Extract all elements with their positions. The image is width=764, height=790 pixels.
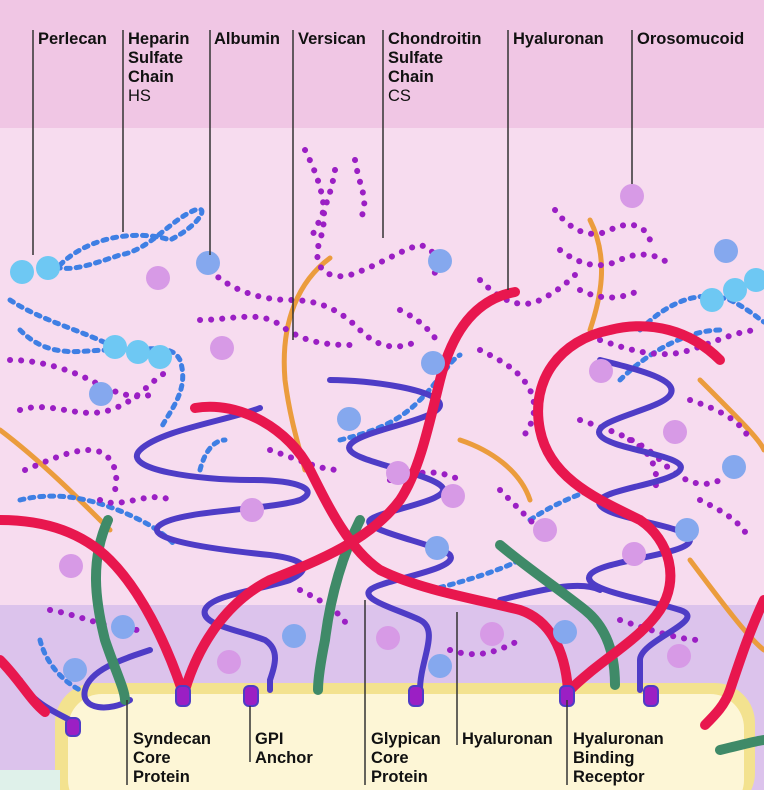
label-syndecan-line-3: Protein [133, 768, 211, 787]
label-gpi-line-2: Anchor [255, 749, 313, 768]
label-glypican-line-3: Protein [371, 768, 441, 787]
top-label-band [0, 0, 764, 128]
label-chondroitin-line-3: Chain [388, 68, 481, 87]
label-versican: Versican [298, 30, 366, 49]
label-syndecan-core-protein: Syndecan Core Protein [133, 730, 211, 787]
label-heparin-line-2: Sulfate [128, 49, 189, 68]
label-perlecan: Perlecan [38, 30, 107, 49]
label-cs-abbr: CS [388, 87, 481, 106]
label-heparin-line-1: Heparin [128, 30, 189, 49]
label-chondroitin-sulfate-chain: Chondroitin Sulfate Chain CS [388, 30, 481, 106]
label-hs-abbr: HS [128, 87, 189, 106]
label-heparin-sulfate-chain: Heparin Sulfate Chain HS [128, 30, 189, 106]
label-chondroitin-line-1: Chondroitin [388, 30, 481, 49]
label-glypican-core-protein: Glypican Core Protein [371, 730, 441, 787]
label-orosomucoid: Orosomucoid [637, 30, 744, 49]
label-gpi-line-1: GPI [255, 730, 313, 749]
label-hyaluronan-top: Hyaluronan [513, 30, 604, 49]
bottom-strip-left [0, 770, 60, 790]
label-receptor-line-2: Binding [573, 749, 664, 768]
label-syndecan-line-2: Core [133, 749, 211, 768]
label-chondroitin-line-2: Sulfate [388, 49, 481, 68]
label-receptor-line-1: Hyaluronan [573, 730, 664, 749]
label-receptor-line-3: Receptor [573, 768, 664, 787]
label-albumin: Albumin [214, 30, 280, 49]
label-glypican-line-1: Glypican [371, 730, 441, 749]
label-gpi-anchor: GPI Anchor [255, 730, 313, 768]
label-hyaluronan-bottom: Hyaluronan [462, 730, 553, 749]
label-heparin-line-3: Chain [128, 68, 189, 87]
label-hyaluronan-binding-receptor: Hyaluronan Binding Receptor [573, 730, 664, 787]
label-syndecan-line-1: Syndecan [133, 730, 211, 749]
label-glypican-line-2: Core [371, 749, 441, 768]
